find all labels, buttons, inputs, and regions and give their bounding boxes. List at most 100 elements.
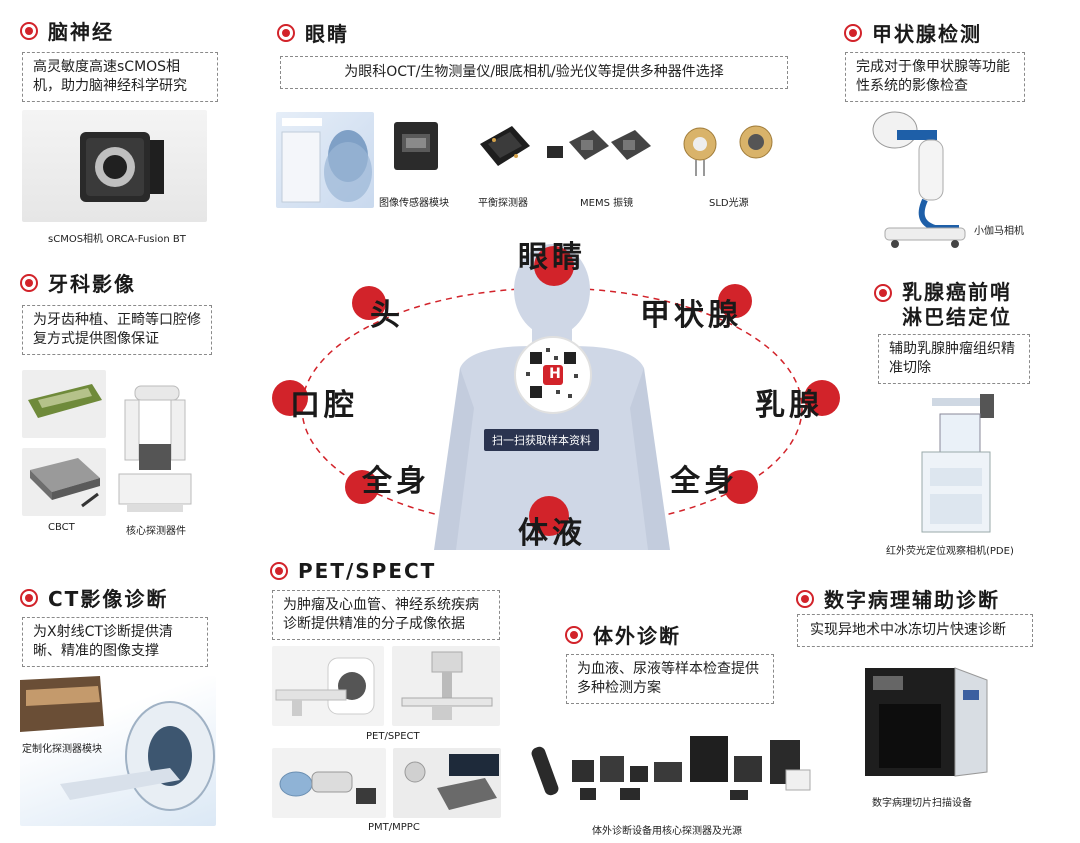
spect-scanner-icon bbox=[401, 651, 493, 720]
pathology-caption: 数字病理切片扫描设备 bbox=[872, 798, 972, 809]
thyroid-caption: 小伽马相机 bbox=[974, 226, 1024, 237]
bullet-icon bbox=[796, 589, 814, 608]
pet-desc: 为肿瘤及心血管、神经系统疾病诊断提供精准的分子成像依据 bbox=[272, 590, 500, 640]
brain-desc: 高灵敏度高速sCMOS相机，助力脑神经科学研究 bbox=[22, 52, 218, 102]
balanced-detector-icon bbox=[480, 126, 530, 166]
balanced-detector bbox=[474, 118, 534, 174]
pde-camera-image bbox=[910, 388, 1002, 538]
ct-caption: 定制化探测器模块 bbox=[22, 744, 102, 755]
sensor-module-icon bbox=[394, 122, 438, 170]
gamma-camera-icon bbox=[872, 111, 966, 248]
label-head: 头 bbox=[370, 298, 404, 333]
pmt-image bbox=[272, 748, 386, 818]
ivd-title: 体外诊断 bbox=[565, 620, 681, 649]
image-sensor-module bbox=[388, 118, 444, 174]
ct-scanner-icon bbox=[20, 676, 215, 811]
marker-head bbox=[352, 286, 386, 320]
eye-desc: 为眼科OCT/生物测量仪/眼底相机/验光仪等提供多种器件选择 bbox=[280, 56, 788, 89]
marker-whole-left bbox=[345, 470, 379, 504]
marker-thyroid bbox=[718, 284, 752, 318]
brain-caption: sCMOS相机 ORCA-Fusion BT bbox=[48, 234, 186, 245]
eye-exam-icon bbox=[281, 118, 372, 203]
ivd-desc: 为血液、尿液等样本检查提供多种检测方案 bbox=[566, 654, 774, 704]
pet-scanner-image bbox=[272, 646, 384, 726]
breast-title-line2: 淋巴结定位 bbox=[902, 305, 1012, 329]
brain-title: 脑神经 bbox=[20, 16, 114, 45]
bullet-icon bbox=[874, 284, 892, 302]
eye-caption-1: 图像传感器模块 bbox=[379, 198, 449, 209]
bullet-icon bbox=[20, 273, 38, 292]
ct-desc: 为X射线CT诊断提供清晰、精准的图像支撑 bbox=[22, 617, 208, 667]
pet-caption-top: PET/SPECT bbox=[366, 731, 420, 742]
ct-scanner-image bbox=[20, 676, 216, 826]
mems-mirror-icon bbox=[547, 130, 651, 160]
eye-title: 眼睛 bbox=[277, 18, 349, 47]
bullet-icon bbox=[844, 23, 862, 42]
label-breast: 乳腺 bbox=[755, 388, 823, 423]
bullet-icon bbox=[565, 625, 583, 644]
thyroid-desc: 完成对于像甲状腺等功能性系统的影像检查 bbox=[845, 52, 1025, 102]
qr-caption: 扫一扫获取样本资料 bbox=[484, 429, 599, 451]
gamma-camera-image bbox=[855, 104, 973, 250]
pathology-title: 数字病理辅助诊断 bbox=[796, 584, 1000, 613]
marker-whole-right bbox=[724, 470, 758, 504]
label-whole-left: 全身 bbox=[362, 464, 430, 499]
qr-logo: H bbox=[549, 366, 561, 382]
pet-caption-bottom: PMT/MPPC bbox=[368, 822, 420, 833]
brain-title-text: 脑神经 bbox=[48, 20, 114, 44]
label-eye: 眼睛 bbox=[518, 240, 586, 275]
label-mouth: 口腔 bbox=[290, 388, 358, 423]
bullet-icon bbox=[20, 21, 38, 40]
qr-code[interactable]: H bbox=[514, 336, 592, 414]
pmt-tube-icon bbox=[279, 771, 376, 804]
cbct-scanner-icon bbox=[118, 385, 192, 512]
camera-icon bbox=[80, 132, 164, 202]
dental-desc: 为牙齿种植、正畸等口腔修复方式提供图像保证 bbox=[22, 305, 212, 355]
ivd-detectors-icon bbox=[531, 736, 811, 800]
pathology-desc: 实现异地术中冰冻切片快速诊断 bbox=[797, 614, 1033, 647]
bullet-icon bbox=[270, 562, 288, 580]
detector-board-image bbox=[22, 370, 106, 438]
eye-exam-image bbox=[276, 112, 374, 208]
bullet-icon bbox=[20, 588, 38, 607]
sld-source-icon bbox=[683, 125, 773, 176]
breast-title: 乳腺癌前哨 淋巴结定位 bbox=[874, 280, 1012, 330]
marker-eye bbox=[534, 246, 574, 286]
pathology-scanner-icon bbox=[865, 667, 988, 777]
pathology-scanner-image bbox=[855, 660, 995, 782]
spect-scanner-image bbox=[392, 646, 500, 726]
mppc-image bbox=[393, 748, 501, 818]
pet-scanner-icon bbox=[275, 657, 375, 716]
eye-caption-2: 平衡探测器 bbox=[478, 198, 528, 209]
pet-title: PET/SPECT bbox=[270, 559, 436, 583]
eye-caption-3: MEMS 振镜 bbox=[580, 198, 634, 209]
marker-breast bbox=[804, 380, 840, 416]
flat-panel-image bbox=[22, 448, 106, 516]
mppc-array-icon bbox=[404, 754, 499, 810]
breast-caption: 红外荧光定位观察相机(PDE) bbox=[886, 546, 1014, 557]
cbct-machine-image bbox=[115, 378, 195, 516]
marker-fluid bbox=[529, 496, 569, 536]
label-thyroid: 甲状腺 bbox=[640, 298, 742, 333]
sld-light-source bbox=[672, 122, 784, 178]
breast-desc: 辅助乳腺肿瘤组织精准切除 bbox=[878, 334, 1030, 384]
sensor-board-icon bbox=[28, 384, 102, 418]
ivd-caption: 体外诊断设备用核心探测器及光源 bbox=[592, 826, 742, 837]
label-whole-right: 全身 bbox=[670, 464, 738, 499]
scmos-camera-image bbox=[22, 110, 207, 222]
dental-caption-left: CBCT bbox=[48, 522, 75, 533]
ivd-devices-image bbox=[530, 726, 820, 818]
flat-panel-icon bbox=[30, 458, 100, 508]
qr-code-icon bbox=[526, 348, 578, 398]
thyroid-title: 甲状腺检测 bbox=[844, 18, 982, 47]
label-fluid: 体液 bbox=[518, 516, 586, 551]
breast-title-line1: 乳腺癌前哨 bbox=[902, 280, 1012, 304]
pde-camera-icon bbox=[921, 394, 994, 533]
bullet-icon bbox=[277, 23, 295, 42]
dental-title: 牙科影像 bbox=[20, 268, 136, 297]
marker-mouth bbox=[272, 380, 308, 416]
mems-mirror bbox=[545, 122, 657, 172]
ct-title: CT影像诊断 bbox=[20, 583, 168, 612]
eye-caption-4: SLD光源 bbox=[709, 198, 749, 209]
dental-caption-right: 核心探测器件 bbox=[126, 526, 186, 537]
